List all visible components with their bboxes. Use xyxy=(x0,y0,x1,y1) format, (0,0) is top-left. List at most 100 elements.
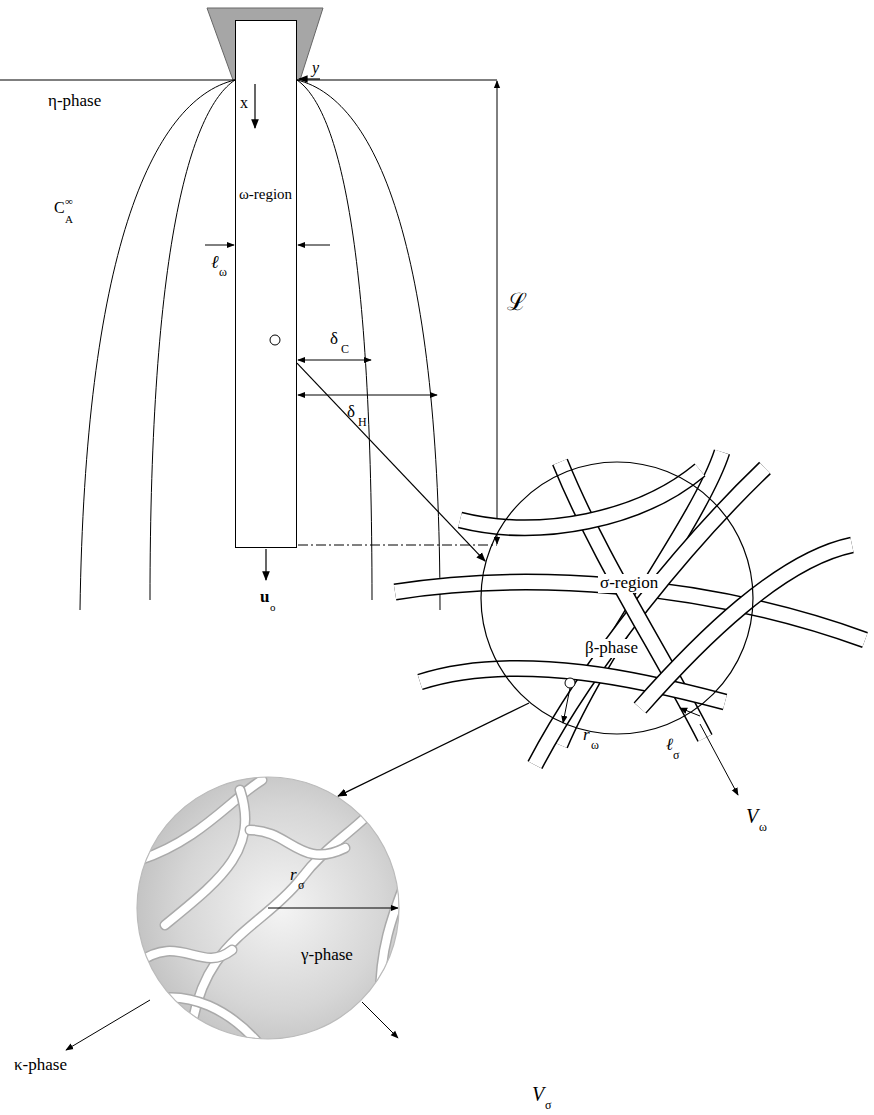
symbol-label: η-phase xyxy=(48,91,101,110)
dash-dot-line xyxy=(298,545,497,546)
label-holder: x xyxy=(240,95,248,111)
boundary-curve xyxy=(297,80,440,610)
label-holder: η-phase xyxy=(48,92,101,109)
dimension-arrow xyxy=(298,360,371,361)
fiber-fill xyxy=(235,20,297,548)
channel xyxy=(190,795,385,1040)
symbol-label: σ xyxy=(673,748,679,762)
axis-arrow xyxy=(254,84,255,128)
channel xyxy=(150,997,260,1045)
label-holder: y xyxy=(312,60,319,76)
channels xyxy=(135,780,410,1045)
symbol-label: o xyxy=(270,601,276,613)
symbol-label: ω xyxy=(591,738,599,752)
symbol-label: V xyxy=(532,1083,544,1105)
symbol-label: y xyxy=(312,59,319,76)
symbol-label: δ xyxy=(330,329,338,348)
label-holder: σ xyxy=(298,876,304,892)
label-holder: κ-phase xyxy=(14,1056,67,1073)
label-holder: r xyxy=(290,866,297,883)
symbol-label: u xyxy=(260,587,269,606)
thickness-arrow xyxy=(680,708,700,716)
point-marker xyxy=(565,678,575,688)
zoom-arrow xyxy=(297,363,485,561)
dimension-arrow xyxy=(205,245,234,246)
ribbon xyxy=(460,470,700,528)
label-holder: u xyxy=(260,588,269,605)
zoom-circle: σ-region β-phase xyxy=(480,461,754,735)
label-holder: V xyxy=(746,806,758,826)
symbol-label: r xyxy=(583,725,590,744)
symbol-label: A xyxy=(65,213,73,225)
region-label: γ-phase xyxy=(301,946,353,965)
channel xyxy=(190,795,385,1040)
dimension-arrow xyxy=(497,81,498,544)
channel xyxy=(380,870,410,1000)
label-holder: ℒ xyxy=(507,290,527,314)
label-holder: δ xyxy=(347,403,355,420)
label-holder: ω xyxy=(591,736,599,752)
label-holder: σ xyxy=(545,1096,551,1112)
ribbon xyxy=(640,545,852,708)
velocity-arrow xyxy=(265,549,266,580)
boundary-curve xyxy=(150,80,235,600)
dimension-arrow xyxy=(298,395,437,396)
channel xyxy=(250,830,345,855)
symbol-label: ω xyxy=(219,265,227,279)
symbol-label: H xyxy=(358,415,367,429)
symbol-label: C xyxy=(341,342,349,356)
point-marker xyxy=(270,335,280,345)
label-holder: o xyxy=(270,598,276,614)
label-holder: C xyxy=(341,340,349,356)
label-holder: C xyxy=(54,200,65,216)
label-holder: H xyxy=(358,413,367,429)
ribbon xyxy=(640,545,852,708)
label-holder: V xyxy=(532,1084,544,1104)
symbol-label: x xyxy=(240,94,248,111)
label-holder: ℓ xyxy=(211,253,219,271)
symbol-label: ℒ xyxy=(507,288,527,316)
channel xyxy=(380,870,410,1000)
region-label: ω-region xyxy=(239,186,292,203)
label-holder: δ xyxy=(330,330,338,347)
radius-arrow xyxy=(268,908,398,909)
circle-outline xyxy=(137,777,399,1039)
zoom-arrow xyxy=(338,703,529,796)
label-holder: σ xyxy=(673,746,679,762)
symbol-label: ℓ xyxy=(666,735,673,754)
label-holder: ω xyxy=(759,818,767,834)
label-holder: A xyxy=(65,210,73,226)
channel xyxy=(150,997,260,1045)
channel xyxy=(165,790,245,925)
axis-arrow xyxy=(299,78,320,79)
grain-circle: γ-phase xyxy=(136,776,400,1040)
label-holder: ∞ xyxy=(65,192,73,208)
symbol-label: C xyxy=(54,199,65,216)
label-holder: ω xyxy=(219,263,227,279)
symbol-label: r xyxy=(290,865,297,884)
circle-outline xyxy=(136,776,400,1040)
symbol-label: σ xyxy=(545,1098,551,1112)
symbol-label: ω xyxy=(759,820,767,834)
boundary-curve xyxy=(80,80,235,610)
region-label: β-phase xyxy=(583,639,640,658)
region-label: σ-region xyxy=(598,574,660,593)
ribbons xyxy=(395,452,865,765)
label-holder: ℓ xyxy=(666,736,673,753)
volume-arrow xyxy=(700,724,738,795)
symbol-label: δ xyxy=(347,402,355,421)
circle-outline xyxy=(481,462,753,734)
label-holder: r xyxy=(583,726,590,743)
symbol-label: σ xyxy=(298,878,304,892)
ribbon xyxy=(460,470,700,528)
symbol-label: ∞ xyxy=(65,195,73,207)
volume-arrow xyxy=(362,1002,398,1038)
circle-outline xyxy=(480,461,754,735)
dimension-arrow xyxy=(298,245,330,246)
channel xyxy=(165,790,245,925)
symbol-label: V xyxy=(746,805,758,827)
radius-arrow xyxy=(563,688,570,723)
